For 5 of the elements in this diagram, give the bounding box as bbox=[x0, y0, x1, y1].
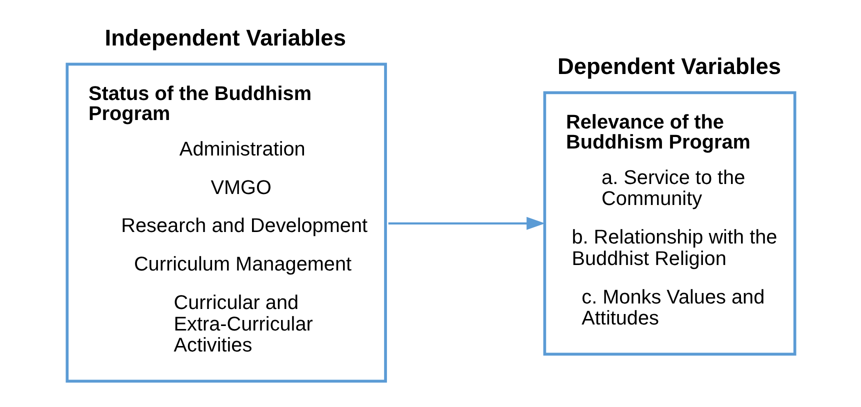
node-box: Status of the Buddhism Program Administration VMGO Research and Development Curriculum Management Curricular and Extra-Curricular Activities bbox=[65, 62, 386, 383]
node-label: Dependent Variables bbox=[556, 52, 780, 79]
node-label: Independent Variables bbox=[104, 24, 346, 50]
node-box: Relevance of the Buddhism Program a. Service to the Community b. Relationship with the Buddhist Religion c. Monks Values and Attitudes bbox=[542, 91, 796, 356]
arrow bbox=[388, 216, 545, 230]
